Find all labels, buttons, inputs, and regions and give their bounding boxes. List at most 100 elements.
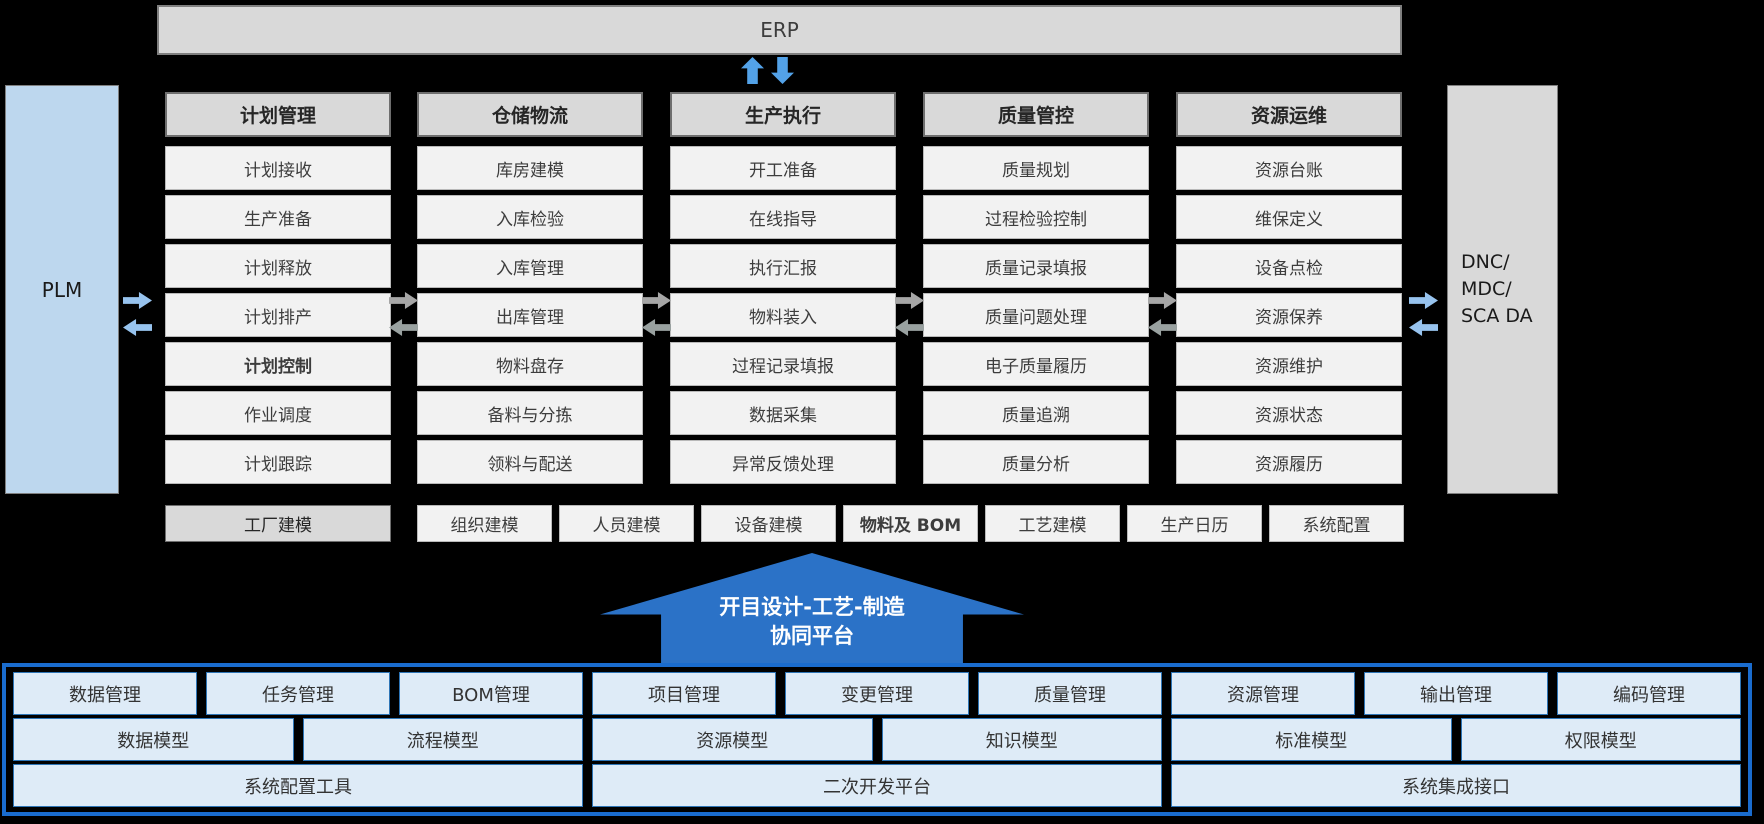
dnc-line: DNC/ [1461, 251, 1510, 273]
flow-left-arrow-icon [1409, 319, 1438, 336]
platform-tool-box: 二次开发平台 [592, 764, 1162, 807]
module-item: 物料盘存 [417, 342, 643, 386]
module-item: 过程记录填报 [670, 342, 896, 386]
erp-up-arrow-icon [741, 57, 764, 84]
module-item: 计划控制 [165, 342, 391, 386]
dnc-line: SCA DA [1461, 305, 1533, 327]
flow-arrows [389, 292, 418, 336]
dnc-box: DNC/ MDC/ SCA DA [1447, 85, 1558, 494]
foundation-item: 工艺建模 [985, 505, 1120, 542]
app-row: 数据管理 任务管理 BOM管理 项目管理 变更管理 质量管理 资源管理 输出管理… [13, 672, 1741, 715]
platform-label-line2: 协同平台 [770, 624, 854, 648]
module-item: 资源维护 [1176, 342, 1402, 386]
module-item: 过程检验控制 [923, 195, 1149, 239]
flow-right-arrow-icon [642, 292, 671, 309]
flow-left-arrow-icon [642, 319, 671, 336]
app-box: 质量管理 [978, 672, 1162, 715]
model-box: 资源模型 [592, 718, 873, 761]
platform-tools-row: 系统配置工具 二次开发平台 系统集成接口 [13, 764, 1741, 807]
platform-arrow-label: 开目设计-工艺-制造 协同平台 [600, 593, 1024, 651]
column-header: 资源运维 [1176, 92, 1402, 137]
module-item: 物料装入 [670, 293, 896, 337]
flow-right-arrow-icon [895, 292, 924, 309]
platform-tool-box: 系统配置工具 [13, 764, 583, 807]
flow-arrows [1148, 292, 1177, 336]
flow-left-arrow-icon [389, 319, 418, 336]
module-item: 出库管理 [417, 293, 643, 337]
foundation-item: 系统配置 [1269, 505, 1404, 542]
foundation-item: 人员建模 [559, 505, 694, 542]
plm-box: PLM [5, 85, 119, 494]
flow-arrows [642, 292, 671, 336]
module-item: 维保定义 [1176, 195, 1402, 239]
app-box: 项目管理 [592, 672, 776, 715]
app-box: 资源管理 [1171, 672, 1355, 715]
platform-label-line1: 开目设计-工艺-制造 [719, 595, 905, 619]
column-quality-control: 质量管控 质量规划 过程检验控制 质量记录填报 质量问题处理 电子质量履历 质量… [923, 85, 1149, 495]
module-item: 数据采集 [670, 391, 896, 435]
dnc-line: MDC/ [1461, 278, 1512, 300]
module-item: 入库检验 [417, 195, 643, 239]
foundation-item: 设备建模 [701, 505, 836, 542]
module-item: 计划跟踪 [165, 440, 391, 484]
module-item: 领料与配送 [417, 440, 643, 484]
app-box: 数据管理 [13, 672, 197, 715]
column-header: 计划管理 [165, 92, 391, 137]
column-header: 质量管控 [923, 92, 1149, 137]
module-item: 作业调度 [165, 391, 391, 435]
app-box: 任务管理 [206, 672, 390, 715]
module-item: 执行汇报 [670, 244, 896, 288]
app-box: BOM管理 [399, 672, 583, 715]
flow-arrows [895, 292, 924, 336]
column-header: 仓储物流 [417, 92, 643, 137]
module-item: 在线指导 [670, 195, 896, 239]
column-plan-management: 计划管理 计划接收 生产准备 计划释放 计划排产 计划控制 作业调度 计划跟踪 [165, 85, 391, 495]
module-item: 设备点检 [1176, 244, 1402, 288]
erp-down-arrow-icon [771, 57, 794, 84]
foundation-item: 生产日历 [1127, 505, 1262, 542]
module-item: 质量规划 [923, 146, 1149, 190]
module-item: 质量分析 [923, 440, 1149, 484]
flow-right-arrow-icon [123, 292, 152, 309]
model-box: 权限模型 [1460, 718, 1741, 761]
module-item: 计划接收 [165, 146, 391, 190]
module-item: 电子质量履历 [923, 342, 1149, 386]
erp-bar: ERP [157, 5, 1402, 55]
flow-left-arrow-icon [1148, 319, 1177, 336]
pdm-platform-block: 数据管理 任务管理 BOM管理 项目管理 变更管理 质量管理 资源管理 输出管理… [2, 663, 1752, 816]
module-item: 入库管理 [417, 244, 643, 288]
flow-right-arrow-icon [1409, 292, 1438, 309]
module-item: 质量追溯 [923, 391, 1149, 435]
foundation-item: 物料及 BOM [843, 505, 978, 542]
flow-left-arrow-icon [123, 319, 152, 336]
flow-right-arrow-icon [389, 292, 418, 309]
model-box: 数据模型 [13, 718, 294, 761]
module-item: 备料与分拣 [417, 391, 643, 435]
module-item: 资源台账 [1176, 146, 1402, 190]
module-item: 资源状态 [1176, 391, 1402, 435]
flow-left-arrow-icon [895, 319, 924, 336]
platform-tool-box: 系统集成接口 [1171, 764, 1741, 807]
module-item: 计划排产 [165, 293, 391, 337]
column-resource-maintenance: 资源运维 资源台账 维保定义 设备点检 资源保养 资源维护 资源状态 资源履历 [1176, 85, 1402, 495]
column-production-execution: 生产执行 开工准备 在线指导 执行汇报 物料装入 过程记录填报 数据采集 异常反… [670, 85, 896, 495]
module-item: 异常反馈处理 [670, 440, 896, 484]
module-item: 质量记录填报 [923, 244, 1149, 288]
app-box: 输出管理 [1364, 672, 1548, 715]
app-box: 变更管理 [785, 672, 969, 715]
module-item: 计划释放 [165, 244, 391, 288]
flow-right-arrow-icon [1148, 292, 1177, 309]
column-header: 生产执行 [670, 92, 896, 137]
module-item: 资源保养 [1176, 293, 1402, 337]
model-box: 标准模型 [1171, 718, 1452, 761]
foundation-factory-modeling: 工厂建模 [165, 505, 391, 542]
model-row: 数据模型 流程模型 资源模型 知识模型 标准模型 权限模型 [13, 718, 1741, 761]
model-box: 知识模型 [881, 718, 1162, 761]
module-item: 质量问题处理 [923, 293, 1149, 337]
module-item: 生产准备 [165, 195, 391, 239]
plm-flow-arrows [123, 292, 152, 336]
module-item: 库房建模 [417, 146, 643, 190]
column-warehouse-logistics: 仓储物流 库房建模 入库检验 入库管理 出库管理 物料盘存 备料与分拣 领料与配… [417, 85, 643, 495]
module-item: 开工准备 [670, 146, 896, 190]
